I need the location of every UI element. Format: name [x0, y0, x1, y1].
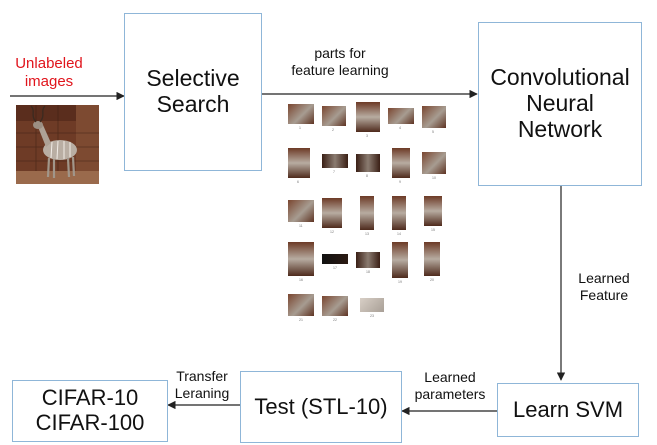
part-thumbnail-number: 21 [299, 318, 303, 322]
cnn-line3: Network [517, 115, 603, 142]
input-antelope-image [16, 105, 99, 184]
transfer-line1: Transfer [176, 368, 228, 384]
part-thumbnail-number: 11 [299, 224, 303, 228]
part-thumbnail-number: 1 [299, 126, 301, 130]
part-thumbnail [388, 108, 414, 124]
cnn-box: Convolutional Neural Network [478, 22, 642, 186]
learned-parameters-line1: Learned [424, 369, 476, 385]
part-thumbnail [392, 148, 410, 178]
parts-label-line2: feature learning [291, 61, 389, 78]
part-thumbnail [422, 152, 446, 174]
part-thumbnail-number: 20 [430, 278, 434, 282]
part-thumbnail-number: 19 [398, 280, 402, 284]
part-thumbnail [360, 298, 384, 312]
part-thumbnail-number: 7 [333, 170, 335, 174]
part-thumbnail-number: 6 [297, 180, 299, 184]
part-thumbnail [288, 148, 310, 178]
part-thumbnail [288, 200, 314, 222]
learned-parameters-label: Learned parameters [404, 369, 496, 403]
parts-label: parts for feature learning [270, 45, 410, 79]
cnn-line1: Convolutional [490, 64, 630, 91]
part-thumbnail [422, 106, 446, 128]
part-thumbnail-number: 9 [399, 180, 401, 184]
transfer-line2: Leraning [174, 384, 230, 401]
part-thumbnail-number: 5 [432, 130, 434, 134]
part-thumbnail [322, 106, 346, 126]
part-thumbnail [288, 242, 314, 276]
part-thumbnail-number: 2 [332, 128, 334, 132]
part-thumbnail [356, 154, 380, 172]
part-thumbnail [424, 242, 440, 276]
part-thumbnail [392, 196, 406, 230]
cifar-box: CIFAR-10 CIFAR-100 [12, 380, 168, 442]
part-thumbnail-number: 15 [431, 228, 435, 232]
learned-parameters-line2: parameters [414, 385, 486, 402]
input-label: Unlabeled images [6, 55, 92, 91]
input-label-line1: Unlabeled [15, 55, 83, 72]
part-thumbnail [322, 254, 348, 264]
part-thumbnail-number: 23 [370, 314, 374, 318]
test-box: Test (STL-10) [240, 371, 402, 443]
part-thumbnail [288, 294, 314, 316]
part-thumbnail-number: 13 [365, 232, 369, 236]
cifar-line1: CIFAR-10 [41, 385, 139, 411]
part-thumbnail-number: 17 [333, 266, 337, 270]
cnn-line2: Neural [526, 90, 594, 117]
learn-svm-box: Learn SVM [497, 383, 639, 437]
part-thumbnail [322, 296, 348, 316]
part-thumbnail [356, 252, 380, 268]
part-thumbnail [424, 196, 442, 226]
part-thumbnail-number: 16 [299, 278, 303, 282]
part-thumbnail [288, 104, 314, 124]
transfer-label: Transfer Leraning [164, 368, 240, 402]
part-thumbnail-number: 8 [366, 174, 368, 178]
part-thumbnail-number: 14 [397, 232, 401, 236]
part-thumbnail-number: 10 [432, 176, 436, 180]
part-thumbnail [322, 198, 342, 228]
part-thumbnail-number: 4 [399, 126, 401, 130]
parts-label-line1: parts for [314, 45, 366, 61]
part-thumbnail-number: 22 [333, 318, 337, 322]
selective-search-box: Selective Search [124, 13, 262, 171]
cifar-line2: CIFAR-100 [35, 410, 145, 435]
part-thumbnail [356, 102, 380, 132]
part-thumbnail-number: 12 [330, 230, 334, 234]
part-thumbnail [392, 242, 408, 278]
learned-feature-line1: Learned [578, 270, 630, 286]
learn-svm-text: Learn SVM [512, 396, 624, 422]
test-text: Test (STL-10) [254, 393, 388, 419]
selective-search-line1: Selective [146, 65, 240, 92]
part-thumbnail [322, 154, 348, 168]
learned-feature-line2: Feature [579, 286, 629, 303]
selective-search-line2: Search [156, 91, 230, 117]
learned-feature-label: Learned Feature [564, 270, 644, 304]
part-thumbnail [360, 196, 374, 230]
part-thumbnail-number: 18 [366, 270, 370, 274]
input-label-line2: images [24, 73, 74, 90]
part-thumbnail-number: 3 [366, 134, 368, 138]
